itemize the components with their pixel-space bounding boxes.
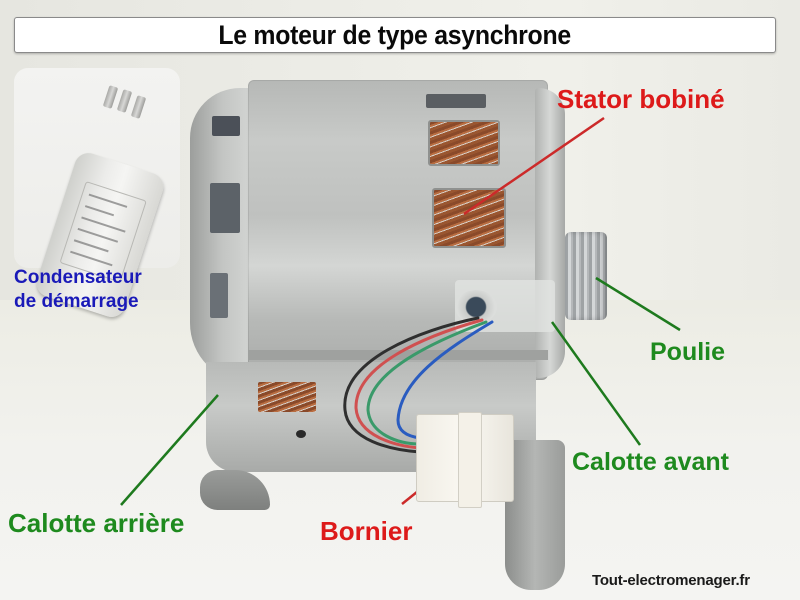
housing-hole: [296, 430, 306, 438]
label-bornier: Bornier: [320, 516, 413, 546]
stator-winding-window-lower: [258, 382, 316, 412]
label-poulie: Poulie: [650, 338, 726, 366]
wire-grommet: [455, 290, 497, 324]
capacitor-pin: [130, 95, 147, 119]
pulley: [565, 232, 607, 320]
watermark: Tout-electromenager.fr: [592, 572, 750, 589]
label-condensateur-line1: Condensateur: [14, 267, 142, 288]
label-calotte-arriere: Calotte arrière: [8, 508, 185, 538]
terminal-block-clip: [458, 412, 482, 508]
label-stator-bobine: Stator bobiné: [557, 84, 725, 114]
vent-slot: [426, 94, 486, 108]
front-endcap: [535, 88, 565, 378]
motor-illustration: [190, 80, 565, 383]
capacitor-pin: [116, 89, 133, 113]
mounting-foot-right: [505, 440, 565, 590]
label-calotte-avant: Calotte avant: [572, 448, 729, 476]
capacitor-inset: [14, 68, 180, 321]
stator-winding-window: [428, 120, 500, 166]
label-condensateur-line2: de démarrage: [14, 291, 139, 312]
page-title: Le moteur de type asynchrone: [218, 19, 572, 50]
stator-winding-window: [432, 188, 506, 248]
housing-seam: [248, 350, 548, 360]
title-banner: Le moteur de type asynchrone: [14, 17, 776, 53]
capacitor-pin: [102, 85, 119, 109]
